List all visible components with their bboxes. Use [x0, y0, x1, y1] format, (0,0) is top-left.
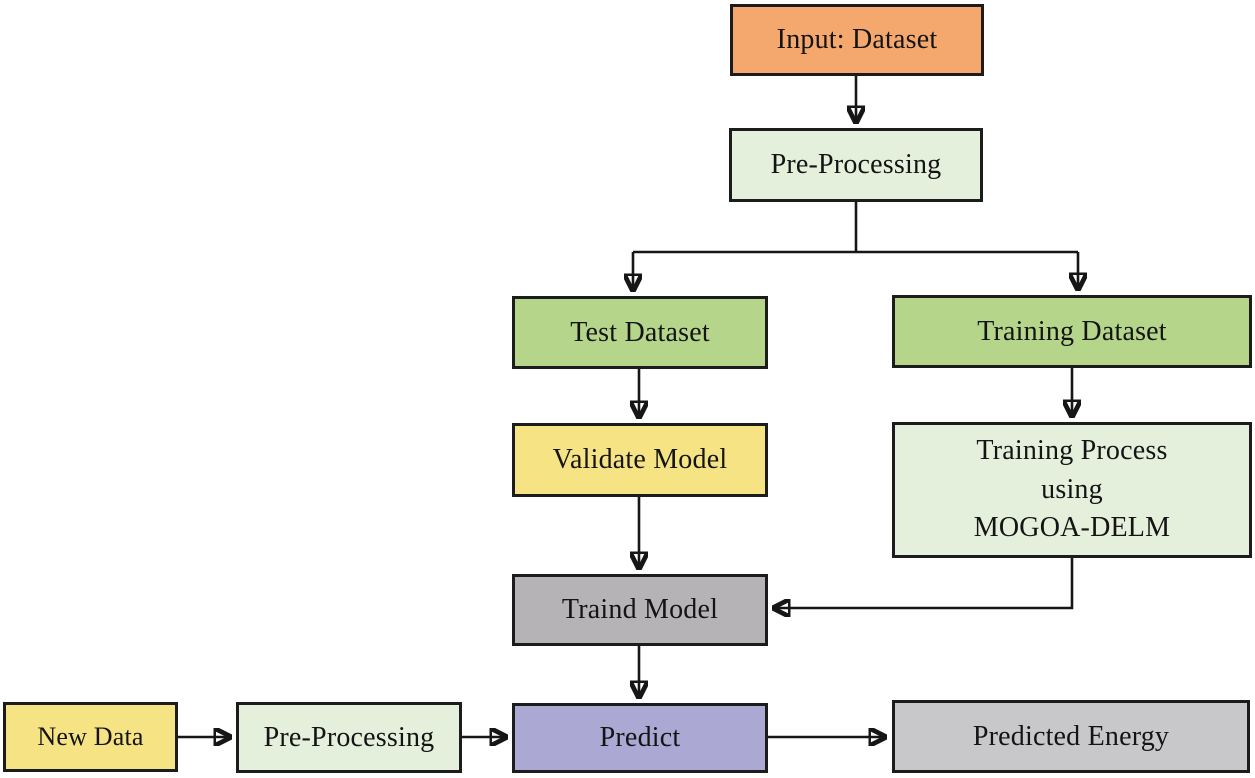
node-test-dataset: Test Dataset: [512, 296, 768, 369]
training-process-line-1: Training Process: [976, 435, 1168, 467]
arrow-process-to-traind: [774, 558, 1074, 608]
node-preprocessing-top: Pre-Processing: [729, 128, 983, 202]
node-label-preprocessing-bottom: Pre-Processing: [263, 721, 435, 753]
node-label-new-data: New Data: [37, 722, 144, 751]
node-label-validate-model: Validate Model: [552, 444, 728, 475]
node-training-dataset: Training Dataset: [892, 295, 1252, 368]
node-preprocessing-bottom: Pre-Processing: [236, 702, 462, 773]
node-training-process: Training Process using MOGOA-DELM: [892, 422, 1252, 558]
node-traind-model: Traind Model: [512, 574, 768, 646]
node-label-predict: Predict: [599, 722, 681, 753]
node-label-training-process: Training Process using MOGOA-DELM: [974, 432, 1170, 548]
training-process-line-3: MOGOA-DELM: [973, 512, 1171, 544]
training-process-line-2: using: [1041, 473, 1103, 505]
node-predict: Predict: [512, 703, 768, 773]
node-label-input-dataset: Input: Dataset: [776, 24, 938, 55]
node-predicted-energy: Predicted Energy: [892, 700, 1250, 773]
node-label-predicted-energy: Predicted Energy: [972, 720, 1170, 752]
node-label-preprocessing-top: Pre-Processing: [770, 149, 942, 180]
node-new-data: New Data: [3, 702, 178, 772]
node-label-traind-model: Traind Model: [561, 594, 719, 625]
node-label-test-dataset: Test Dataset: [570, 316, 710, 348]
node-input-dataset: Input: Dataset: [730, 4, 984, 76]
node-validate-model: Validate Model: [512, 423, 768, 497]
node-label-training-dataset: Training Dataset: [977, 315, 1167, 347]
